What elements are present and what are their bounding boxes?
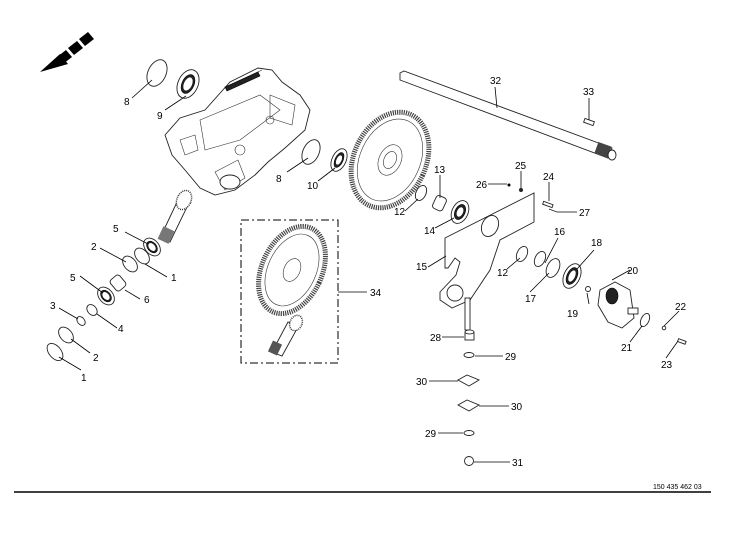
callout-31[interactable]: 31	[512, 458, 524, 469]
callout-6[interactable]: 6	[144, 295, 150, 306]
shim-part	[58, 326, 74, 344]
pinion-shaft-part	[157, 189, 193, 244]
callout-1[interactable]: 1	[81, 373, 87, 384]
nut-part	[585, 286, 591, 292]
bolt-part	[676, 338, 687, 345]
callout-12[interactable]: 12	[497, 268, 509, 279]
leader-lines	[58, 79, 680, 463]
callout-14[interactable]: 14	[424, 226, 436, 237]
seal-part	[330, 148, 348, 172]
callout-28[interactable]: 28	[430, 333, 442, 344]
callout-2[interactable]: 2	[93, 353, 99, 364]
callout-4[interactable]: 4	[118, 324, 124, 335]
callout-2[interactable]: 2	[91, 242, 97, 253]
callout-15[interactable]: 15	[416, 262, 428, 273]
callout-12[interactable]: 12	[394, 207, 406, 218]
callout-24[interactable]: 24	[543, 172, 555, 183]
callout-20[interactable]: 20	[627, 266, 639, 277]
callout-13[interactable]: 13	[434, 165, 446, 176]
callout-8[interactable]: 8	[124, 97, 130, 108]
bearing-part	[450, 200, 470, 224]
callout-16[interactable]: 16	[554, 227, 566, 238]
callout-5[interactable]: 5	[113, 224, 119, 235]
callout-18[interactable]: 18	[591, 238, 603, 249]
spacer-part	[109, 274, 127, 292]
drawing-reference-number: 150 435 462 03	[653, 484, 702, 491]
callout-5[interactable]: 5	[70, 273, 76, 284]
callout-29[interactable]: 29	[505, 352, 517, 363]
seal-part	[562, 263, 582, 289]
washer-part	[639, 312, 651, 328]
cotter-pin-part	[548, 208, 558, 213]
nut-part	[464, 456, 474, 466]
snap-ring-part	[46, 342, 64, 362]
callout-30[interactable]: 30	[511, 402, 523, 413]
callout-8[interactable]: 8	[276, 174, 282, 185]
nut-part	[507, 183, 511, 187]
nut-part	[661, 325, 667, 331]
plate-washer-part	[457, 399, 480, 412]
bearing-part	[176, 69, 200, 99]
ring-part	[86, 304, 98, 316]
bushing-part	[432, 195, 447, 212]
callout-9[interactable]: 9	[157, 111, 163, 122]
plate-washer-part	[457, 374, 480, 387]
shaft-part	[399, 70, 617, 161]
o-ring-part	[533, 250, 547, 268]
nut-part	[519, 188, 523, 192]
key-part	[583, 117, 595, 127]
shim-part	[545, 258, 561, 278]
callout-27[interactable]: 27	[579, 208, 591, 219]
callout-30[interactable]: 30	[416, 377, 428, 388]
callout-21[interactable]: 21	[621, 343, 633, 354]
callout-22[interactable]: 22	[675, 302, 687, 313]
gear-kit-group	[240, 219, 339, 364]
callout-25[interactable]: 25	[515, 161, 527, 172]
callout-19[interactable]: 19	[567, 309, 579, 320]
nut-part	[464, 329, 475, 341]
shim-part	[122, 255, 138, 273]
crown-gear-part	[348, 109, 432, 211]
circlip-part	[301, 139, 321, 165]
housing-part	[597, 281, 639, 329]
washer-part	[463, 430, 475, 436]
callout-32[interactable]: 32	[490, 76, 502, 87]
direction-arrow-icon	[40, 32, 94, 72]
gearbox-housing	[164, 67, 311, 196]
callout-17[interactable]: 17	[525, 294, 537, 305]
circlip-part	[146, 59, 168, 87]
callout-labels: 8 9 8 10 5 2 1 5 6 3 4 2 1 34 32 33 12 1…	[50, 76, 687, 469]
callout-23[interactable]: 23	[661, 360, 673, 371]
callout-10[interactable]: 10	[307, 181, 319, 192]
washer-part	[463, 352, 475, 358]
bearing-part	[97, 286, 115, 306]
o-ring-part	[76, 316, 86, 326]
pin-part	[542, 200, 554, 209]
callout-26[interactable]: 26	[476, 180, 488, 191]
callout-29[interactable]: 29	[425, 429, 437, 440]
callout-34[interactable]: 34	[370, 288, 382, 299]
callout-3[interactable]: 3	[50, 301, 56, 312]
snap-ring-part	[134, 247, 150, 265]
ring-part	[515, 245, 529, 263]
bearing-part	[143, 237, 161, 257]
callout-33[interactable]: 33	[583, 87, 595, 98]
callout-1[interactable]: 1	[171, 273, 177, 284]
bracket-part	[439, 192, 535, 331]
ring-part	[414, 184, 428, 202]
